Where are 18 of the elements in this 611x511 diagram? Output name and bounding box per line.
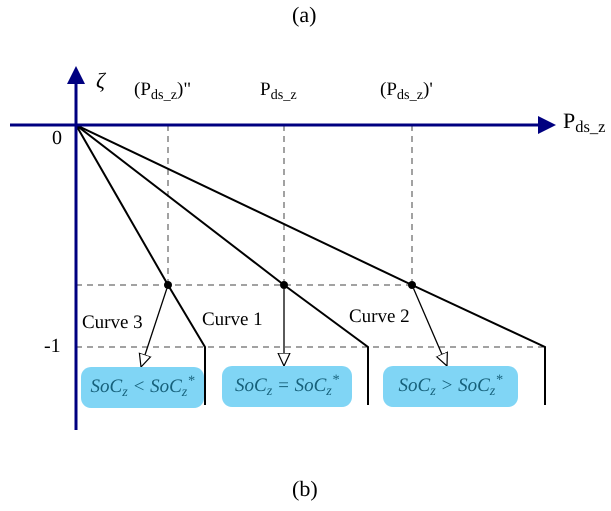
- arrow: [412, 288, 448, 367]
- axis-label: 0: [52, 128, 62, 148]
- condition-box: [383, 366, 518, 407]
- arrow: [277, 289, 291, 367]
- axis-label: (P$_{ds_z}$)': [380, 80, 433, 99]
- axis-label: Curve 2: [349, 307, 410, 326]
- axis-label: ζ: [96, 70, 105, 92]
- axis-label: Curve 3: [82, 313, 143, 332]
- condition-box: [222, 366, 352, 407]
- axis-label: Curve 1: [202, 310, 263, 329]
- arrow: [138, 288, 168, 368]
- axis-label: (b): [292, 478, 318, 500]
- axis-label: (P$_{ds_z}$)": [134, 80, 192, 99]
- axis-label: -1: [44, 336, 61, 356]
- axis-label: P$_{ds_z}$: [563, 110, 606, 132]
- condition-box: [81, 367, 204, 408]
- axis-label: P$_{ds_z}$: [260, 80, 297, 99]
- axis-label: (a): [292, 4, 316, 26]
